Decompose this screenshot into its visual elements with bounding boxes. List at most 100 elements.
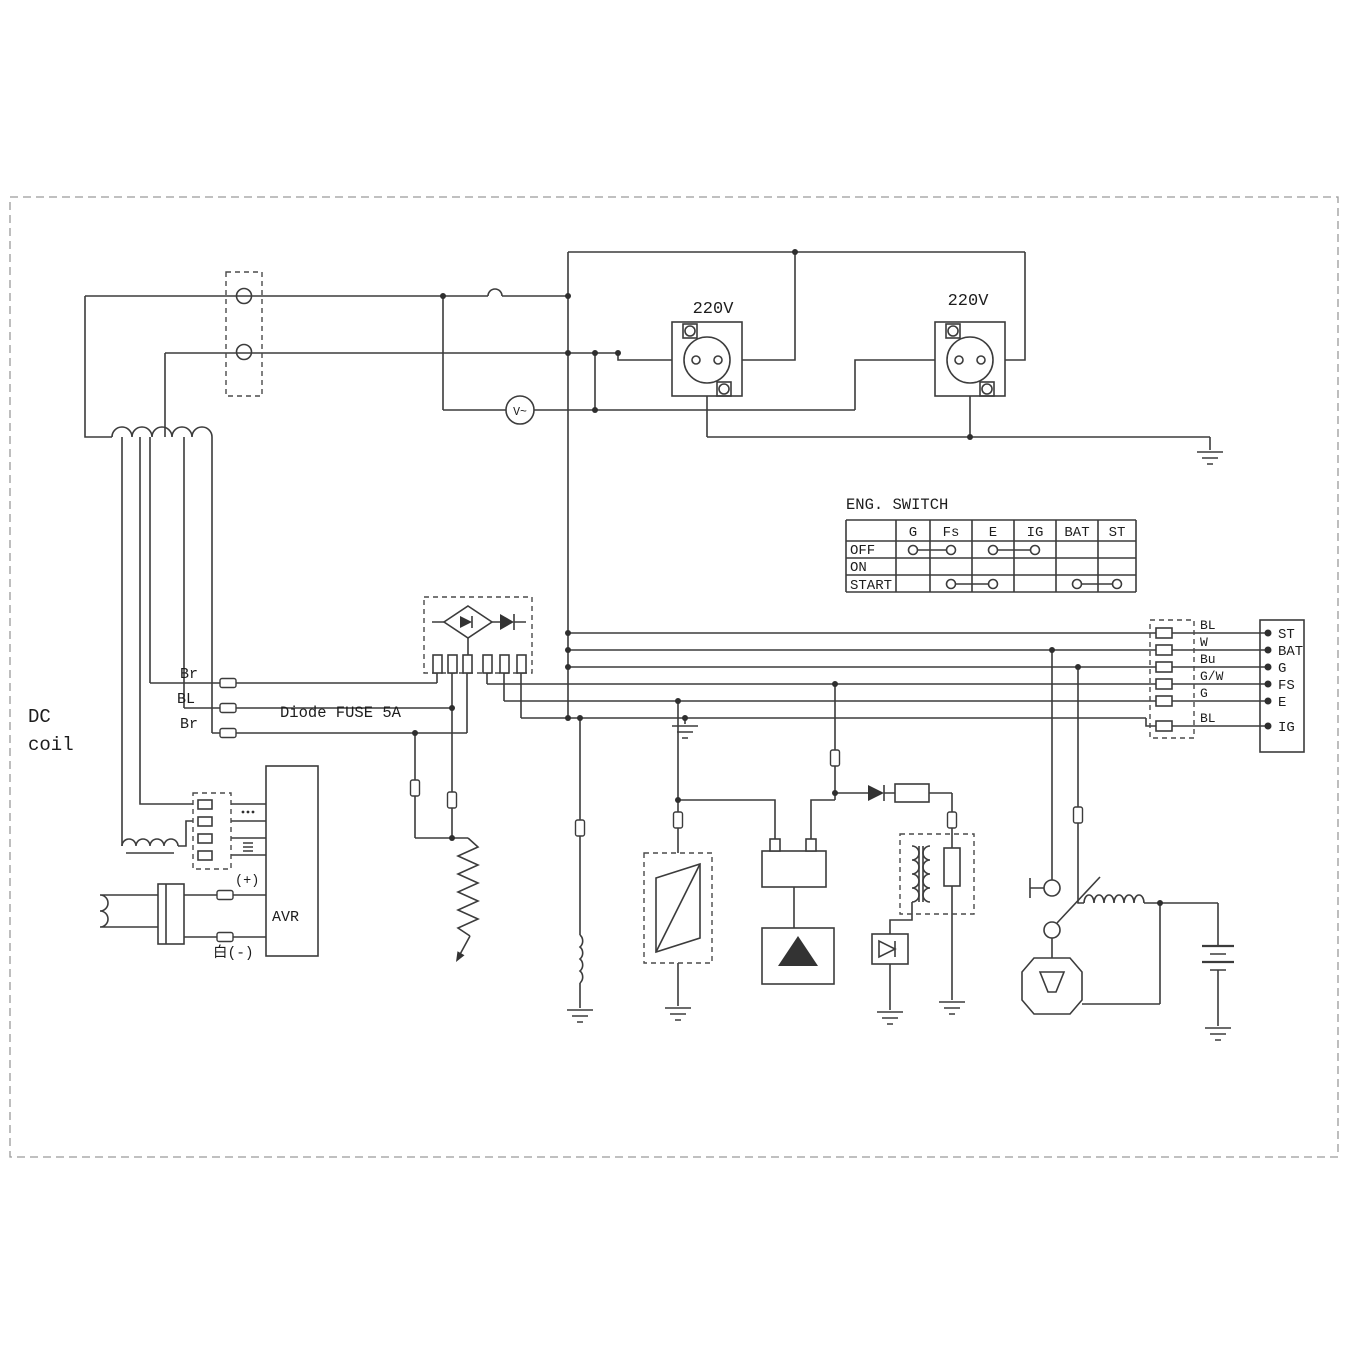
output-wire-top-with-breaker — [85, 288, 568, 297]
charge-winding-taps — [149, 437, 213, 733]
outlet-right-face — [946, 336, 994, 384]
dc-coil-label-line1: DC — [28, 706, 51, 728]
avr-dc-output-wires — [184, 894, 266, 938]
bullet-drop-7 — [1072, 806, 1084, 824]
diode-box — [871, 933, 909, 965]
rectifier-block — [423, 596, 533, 674]
ignition-coil-box — [643, 852, 713, 964]
terminal-strip-outline — [1259, 619, 1305, 753]
ground-symbols — [567, 451, 1231, 1041]
voltmeter-dial — [505, 395, 535, 425]
terminal-label-g: G — [1278, 661, 1286, 677]
voltmeter: V~ — [505, 395, 535, 425]
contact-start-bat — [1071, 578, 1083, 590]
main-stator-winding-coil — [111, 426, 213, 438]
voltmeter-line — [443, 359, 935, 411]
stator-wire-label-2: BL — [177, 691, 195, 708]
bus-wire-6 — [520, 673, 1156, 727]
transformer-resistor — [943, 847, 961, 887]
module-pin-right — [805, 838, 817, 852]
inline-connectors — [216, 677, 1084, 943]
bullet-drop-6 — [946, 811, 958, 829]
harness-pin-1 — [1155, 627, 1173, 639]
transformer-core-lines — [918, 846, 924, 902]
stator-wire-label-3: Br — [180, 716, 198, 733]
outlet-right-tab-top — [945, 323, 961, 339]
polarity-plus-label: (+) — [235, 874, 259, 889]
harness-pin-4 — [1155, 678, 1173, 690]
relay-coil-spring — [1083, 894, 1145, 904]
junction-dots — [412, 249, 1163, 906]
outlet-wiring — [442, 251, 1211, 718]
terminal-strip: ST BAT G FS E IG — [1259, 619, 1305, 753]
outlet-left-screw-bottom — [718, 383, 730, 395]
ground-ignition-coil — [665, 1007, 691, 1021]
battery-links — [1082, 902, 1219, 1026]
wire-label-g: G — [1200, 686, 1208, 701]
harness-connector-outline — [1149, 619, 1195, 739]
ground-battery — [1205, 1027, 1231, 1041]
rectifier-pin-6 — [516, 654, 527, 674]
avr-connector-pin-4 — [197, 850, 213, 861]
starter-relay — [1029, 876, 1145, 939]
contact-links — [917, 549, 1113, 585]
outlet1-hot-lead — [742, 252, 796, 361]
bullet-minus — [216, 931, 234, 943]
connector-to-terminal-links — [1172, 632, 1268, 727]
row-label-off: OFF — [850, 543, 875, 559]
col-header-g: G — [909, 525, 917, 541]
terminal-ring-2 — [235, 343, 253, 361]
terminal-label-bat: BAT — [1278, 644, 1303, 660]
harness-pin-5 — [1155, 695, 1173, 707]
harness-pin-2 — [1155, 644, 1173, 656]
stator-wire-label-1: Br — [180, 666, 198, 683]
transformer-outline — [899, 833, 975, 915]
rectifier-pin-4 — [482, 654, 493, 674]
relay-frame-tap — [1029, 878, 1044, 898]
wire-label-bl-2: BL — [1200, 711, 1216, 726]
wire-tick-bars — [243, 842, 253, 852]
inline-diode-symbol — [500, 614, 514, 630]
module-box-top — [761, 850, 827, 888]
control-module — [761, 838, 835, 985]
table-row-lines — [846, 519, 1136, 593]
ground-diode-box — [877, 1011, 903, 1025]
stator-left-lead — [84, 296, 112, 438]
outlet-left: 220V — [671, 300, 743, 397]
terminal-block-outline — [225, 271, 263, 397]
diode-resistor-branch — [868, 783, 930, 803]
relay-blade — [1056, 876, 1101, 924]
bus-wires-4-5 — [486, 673, 1156, 702]
transformer-primary-winding — [911, 845, 920, 903]
starter-motor-body — [1021, 957, 1083, 1015]
outlet-right-screw-top — [947, 325, 959, 337]
bullet-drop-3 — [574, 819, 586, 837]
contact-off-fs — [945, 544, 957, 556]
outlet-right-hole-2 — [976, 355, 986, 365]
relay-contact-top — [1043, 879, 1061, 897]
outlet2-hot-lead — [1005, 252, 1026, 361]
bullet-drop-5 — [829, 749, 841, 767]
terminal-label-e: E — [1278, 695, 1286, 711]
eng-switch-table: ENG. SWITCH G Fs E IG BAT ST OFF ON STAR… — [845, 496, 1137, 594]
harness-pin-3 — [1155, 661, 1173, 673]
col-header-ig: IG — [1027, 525, 1044, 541]
rectifier-pin-leads — [436, 673, 468, 733]
output-wire-neutral — [164, 352, 618, 437]
row-label-on: ON — [850, 560, 867, 576]
output-terminal-block — [225, 271, 263, 397]
contact-start-st — [1111, 578, 1123, 590]
contact-off-e — [987, 544, 999, 556]
battery-plates-long — [1202, 944, 1234, 964]
ignition-coil-core — [655, 862, 701, 954]
outlet-left-voltage-label: 220V — [693, 300, 735, 319]
choke-inductor-coil — [578, 934, 584, 984]
module-pin-left — [769, 838, 781, 852]
rectifier-pin-5 — [499, 654, 510, 674]
avr-label: AVR — [272, 909, 299, 926]
contact-start-e — [987, 578, 999, 590]
table-column-lines — [845, 520, 1137, 592]
transformer-diode-links — [889, 902, 913, 1010]
